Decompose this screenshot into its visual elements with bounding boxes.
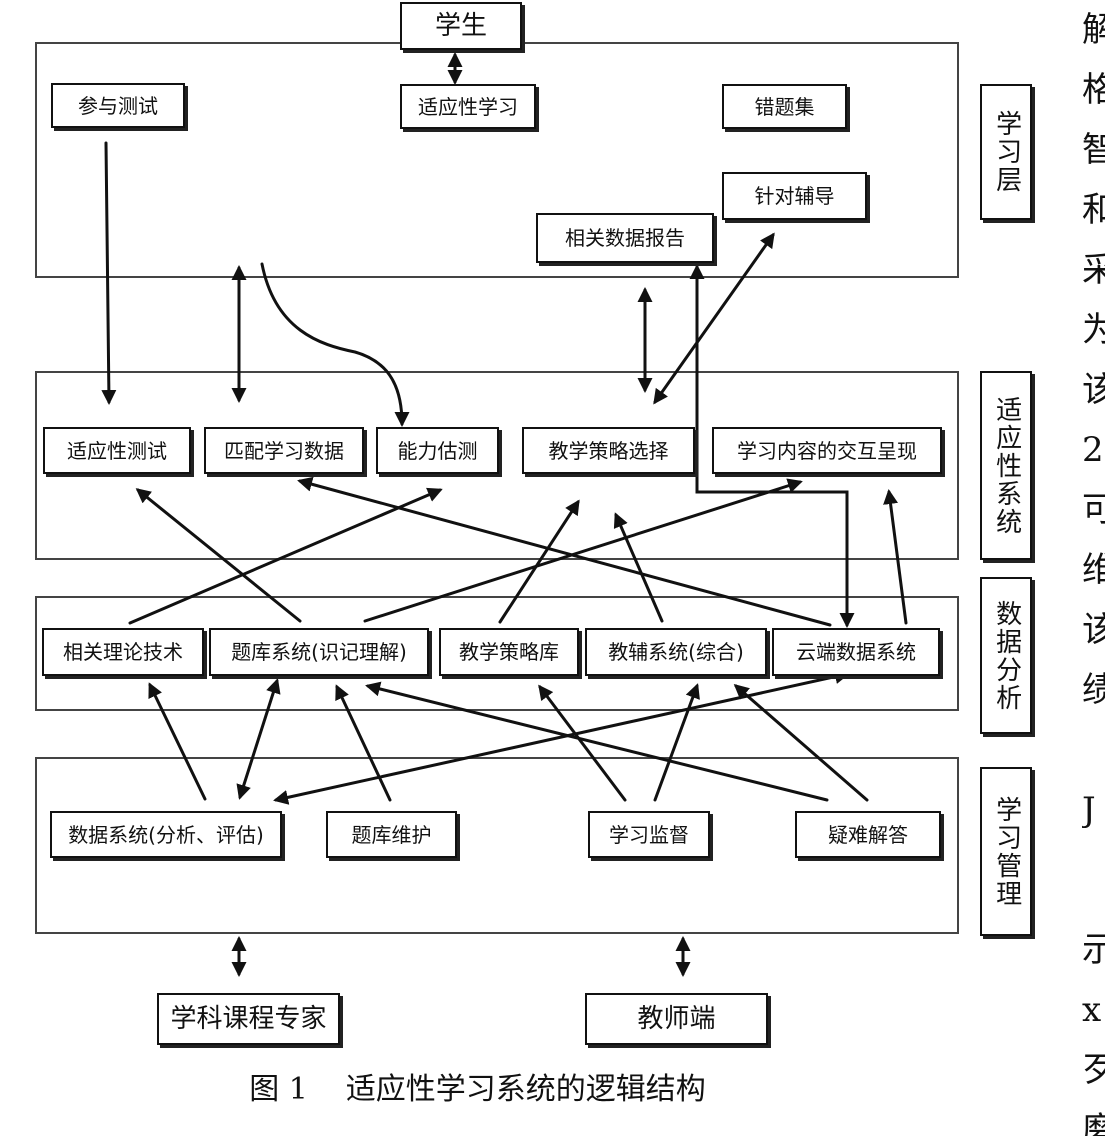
adjacent-char: 可 bbox=[1082, 490, 1105, 530]
take-test-node: 参与测试 bbox=[51, 83, 185, 128]
adaptive-system-label: 适应性系统 bbox=[980, 371, 1032, 560]
figure-title: 适应性学习系统的逻辑结构 bbox=[345, 1072, 706, 1107]
data-system-node: 数据系统(分析、评估) bbox=[50, 811, 282, 858]
adjacent-char: J bbox=[1082, 790, 1096, 830]
qa-node: 疑难解答 bbox=[795, 811, 941, 858]
match-data-node: 匹配学习数据 bbox=[204, 427, 364, 474]
adjacent-char: x bbox=[1082, 990, 1102, 1030]
theory-tech-node: 相关理论技术 bbox=[42, 628, 204, 676]
adjacent-char: 为 bbox=[1082, 310, 1105, 350]
adjacent-char: 和 bbox=[1082, 190, 1105, 230]
ability-estimate-node: 能力估测 bbox=[376, 427, 499, 474]
data-analysis-label: 数据分析 bbox=[980, 577, 1032, 734]
tutoring-system-node: 教辅系统(综合) bbox=[585, 628, 767, 676]
adjacent-char: 2 bbox=[1082, 430, 1104, 470]
bank-maintenance-node: 题库维护 bbox=[326, 811, 457, 858]
adjacent-char: 示 bbox=[1082, 930, 1105, 970]
content-present-node: 学习内容的交互呈现 bbox=[712, 427, 942, 474]
adjacent-char: 智 bbox=[1082, 130, 1105, 170]
adjacent-char: 该 bbox=[1082, 610, 1105, 650]
strategy-lib-node: 教学策略库 bbox=[439, 628, 579, 676]
learning-monitor-node: 学习监督 bbox=[588, 811, 710, 858]
adaptive-test-node: 适应性测试 bbox=[43, 427, 191, 474]
cloud-data-node: 云端数据系统 bbox=[772, 628, 940, 676]
adjacent-char: 采 bbox=[1082, 250, 1105, 290]
learning-layer-label: 学习层 bbox=[980, 84, 1032, 220]
wrong-questions-node: 错题集 bbox=[722, 84, 847, 129]
adjacent-char: 解 bbox=[1082, 10, 1105, 50]
teacher-node: 教师端 bbox=[585, 993, 768, 1045]
adjacent-char: 格 bbox=[1082, 70, 1105, 110]
adaptive-learning-node: 适应性学习 bbox=[400, 84, 536, 129]
learning-layer-panel bbox=[35, 42, 959, 278]
adjacent-char: 维 bbox=[1082, 550, 1105, 590]
adjacent-char: 绩 bbox=[1082, 670, 1105, 710]
adjacent-char: 歹 bbox=[1082, 1050, 1105, 1090]
question-bank-system-node: 题库系统(识记理解) bbox=[209, 628, 429, 676]
figure-number: 图 1 bbox=[249, 1072, 308, 1107]
student-node: 学生 bbox=[400, 2, 522, 50]
targeted-tutoring-node: 针对辅导 bbox=[722, 172, 867, 220]
adjacent-char: 该 bbox=[1082, 370, 1105, 410]
data-report-node: 相关数据报告 bbox=[536, 213, 714, 263]
figure-caption: 图 1 适应性学习系统的逻辑结构 bbox=[0, 1064, 1105, 1108]
learning-mgmt-label: 学习管理 bbox=[980, 767, 1032, 936]
experts-node: 学科课程专家 bbox=[157, 993, 340, 1045]
adjacent-page-text: 解 格 智 和 采 为 该 2 可 维 该 绩 J 示 x 歹 磨 bbox=[1082, 0, 1105, 1136]
strategy-select-node: 教学策略选择 bbox=[522, 427, 695, 474]
adjacent-char: 磨 bbox=[1082, 1110, 1105, 1136]
